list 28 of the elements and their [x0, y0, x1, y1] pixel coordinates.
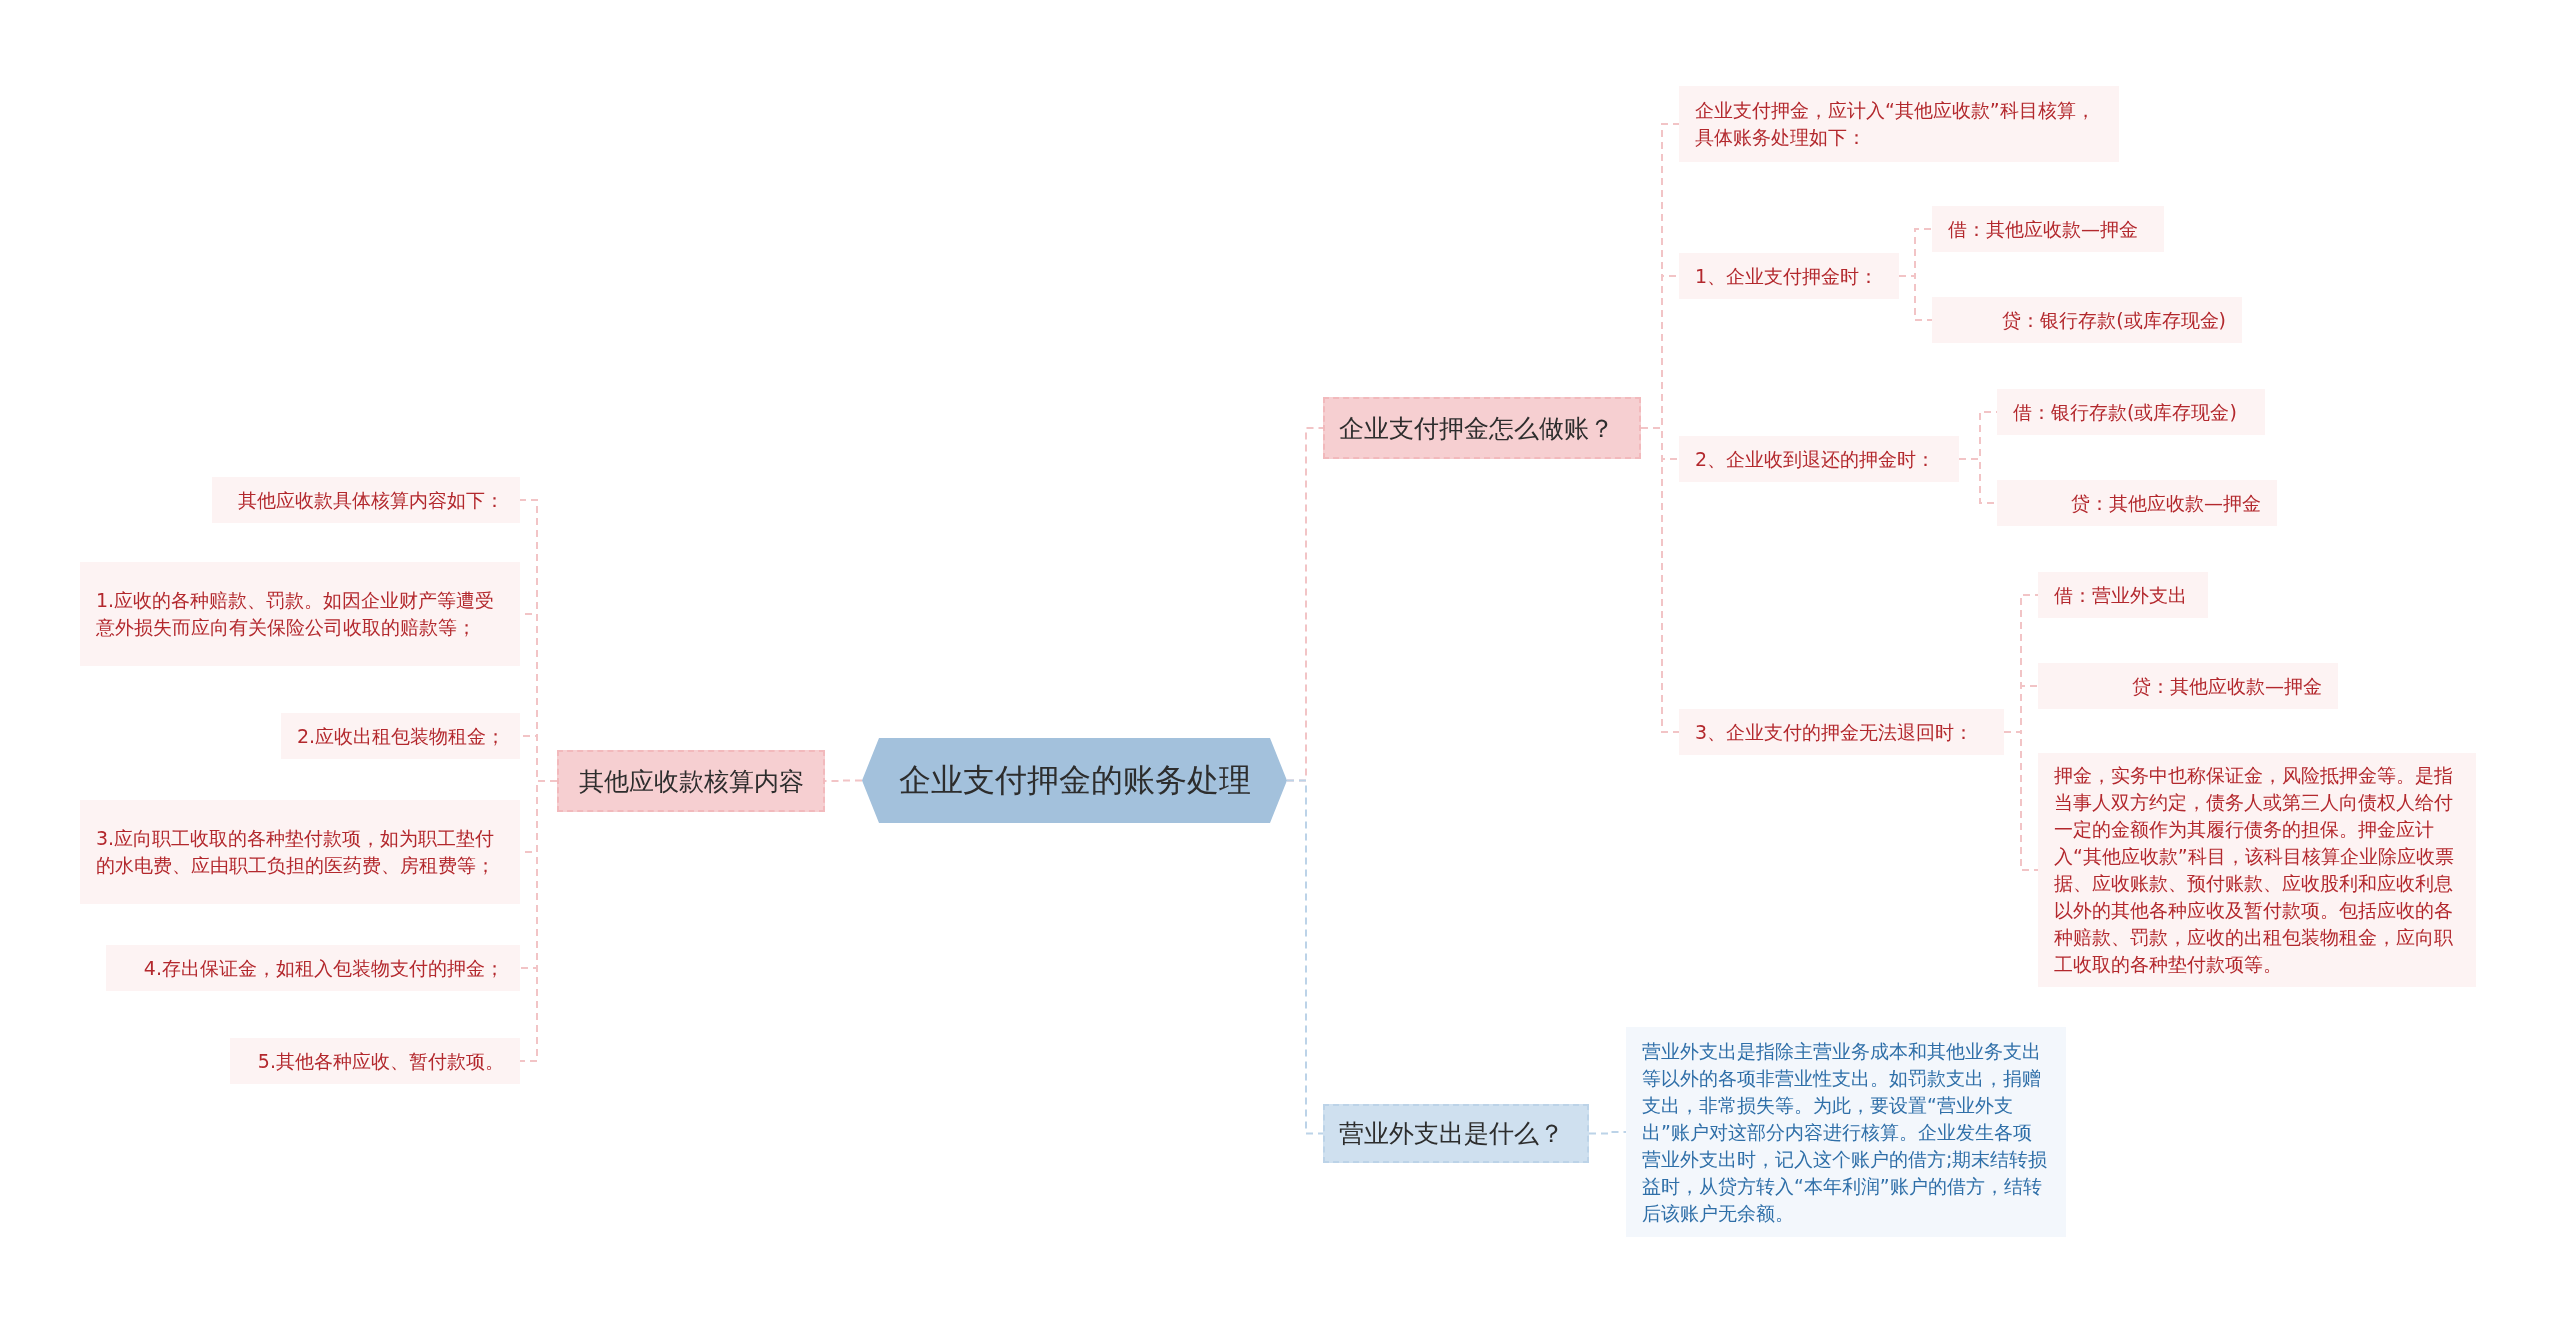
subtopic-box: 借：营业外支出 [2038, 572, 2208, 618]
subtopic-box: 贷：其他应收款—押金 [1997, 480, 2277, 526]
connector-line [519, 780, 558, 1062]
topic-box: 企业支付押金怎么做账？ [1323, 397, 1641, 459]
subtopic-box: 4.存出保证金，如租入包装物支付的押金； [106, 945, 520, 991]
connector-line [1898, 275, 1933, 321]
subtopic-box: 借：其他应收款—押金 [1932, 206, 2164, 252]
connector-line [2003, 731, 2039, 871]
subtopic-box: 贷：其他应收款—押金 [2038, 663, 2338, 709]
subtopic-box: 2.应收出租包装物租金； [281, 713, 520, 759]
subtopic-box: 营业外支出是指除主营业务成本和其他业务支出等以外的各项非营业性支出。如罚款支出，捐赠支出，非常损失等。为此，要设置“营业外支出”账户对这部分内容进行核算。企业发生各项营业外支出时，记入这个账户的借方;期末结转损益时，从贷方转入“本年利润”账户的借方，结转后该账户无余额。 [1626, 1027, 2066, 1237]
topic-box: 营业外支出是什么？ [1323, 1104, 1589, 1163]
connector-line [1588, 1131, 1627, 1135]
subtopic-box: 1.应收的各种赔款、罚款。如因企业财产等遭受意外损失而应向有关保险公司收取的赔款等； [80, 562, 520, 666]
subtopic-box: 3.应向职工收取的各种垫付款项，如为职工垫付的水电费、应由职工负担的医药费、房租费等； [80, 800, 520, 904]
connector-line [1286, 779, 1324, 1135]
subtopic-box: 2、企业收到退还的押金时： [1679, 436, 1959, 482]
central-topic: 企业支付押金的账务处理 [862, 738, 1287, 823]
subtopic-box: 3、企业支付的押金无法退回时： [1679, 709, 2004, 755]
subtopic-box: 企业支付押金，应计入“其他应收款”科目核算，具体账务处理如下： [1679, 86, 2119, 162]
subtopic-box: 5.其他各种应收、暂付款项。 [230, 1038, 520, 1084]
connector-line [1640, 427, 1680, 733]
topic-box: 其他应收款核算内容 [557, 750, 825, 812]
subtopic-box: 借：银行存款(或库存现金) [1997, 389, 2265, 435]
subtopic-box: 1、企业支付押金时： [1679, 253, 1899, 299]
subtopic-box: 押金，实务中也称保证金，风险抵押金等。是指当事人双方约定，债务人或第三人向债权人给付一定的金额作为其履行债务的担保。押金应计入“其他应收款”科目，该科目核算企业除应收票据、应收账款、预付账款、应收股利和应收利息以外的其他各种应收及暂付款项。包括应收的各种赔款、罚款，应收的出租包装物租金，应向职工收取的各种垫付款项等。 [2038, 753, 2476, 987]
subtopic-box: 其他应收款具体核算内容如下： [212, 477, 520, 523]
subtopic-box: 贷：银行存款(或库存现金) [1932, 297, 2242, 343]
